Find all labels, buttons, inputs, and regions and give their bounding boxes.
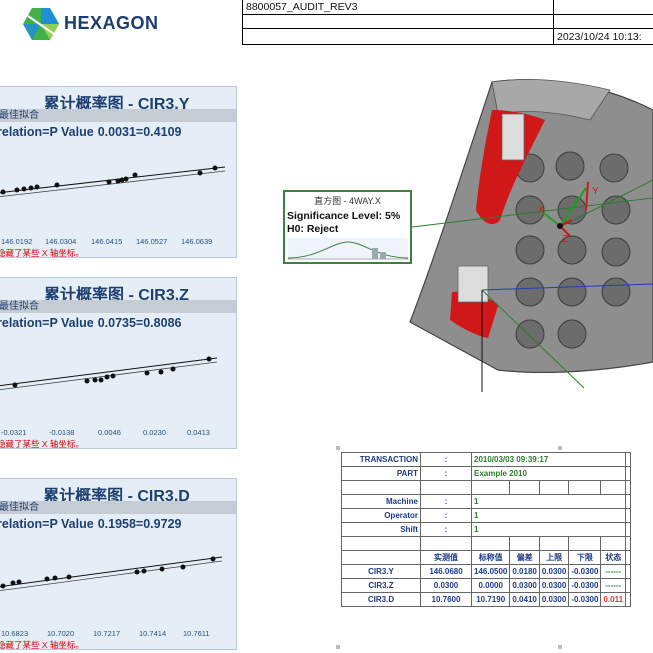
table-row: CIR3.Z 0.0300 0.0000 0.0300 0.0300 -0.03… (341, 578, 632, 593)
axis-y-label: Y (592, 186, 599, 197)
machine-label: Machine (341, 494, 421, 509)
feature-name: CIR3.Y (341, 564, 421, 579)
chart-plot (0, 556, 223, 592)
shift-label: Shift (341, 522, 421, 537)
fit-label: 最佳拟合 (0, 109, 236, 122)
x-tick-labels: 146.0192 146.0304 146.0415 146.0527 146.… (1, 237, 213, 246)
selection-handle[interactable] (558, 446, 562, 450)
machine-value: 1 (470, 494, 627, 509)
shift-value: 1 (470, 522, 627, 537)
status-value: ------ (600, 578, 627, 593)
transaction-label: TRANSACTION (341, 452, 421, 467)
hypothesis-result: H0: Reject (287, 223, 339, 235)
selection-handle[interactable] (336, 446, 340, 450)
table-row: CIR3.D 10.7600 10.7190 0.0410 0.0300 -0.… (341, 592, 632, 607)
table-row (341, 480, 632, 495)
transaction-value: 2010/03/03 09:39:17 (470, 452, 627, 467)
column-header: 状态 (600, 550, 627, 565)
part-value: Example 2010 (470, 466, 627, 481)
column-header: 上限 (538, 550, 570, 565)
tooltip-title: 直方图 - 4WAY.X (314, 196, 381, 206)
column-header: 偏差 (509, 550, 540, 565)
chart-plot (0, 356, 218, 391)
feature-name: CIR3.Z (341, 578, 421, 593)
feature-name: CIR3.D (341, 592, 421, 607)
axis-z-label: Z (562, 234, 568, 245)
histogram-sparkline (288, 238, 408, 260)
chart-title: 累计概率图 - CIR3.D (43, 488, 190, 505)
column-header: 下限 (568, 550, 602, 565)
header-cell-empty (553, 15, 653, 29)
highlight-region-lower (450, 291, 498, 338)
measurement-report-table: TRANSACTION : 2010/03/03 09:39:17 PART :… (341, 452, 632, 607)
table-header-row: 实测值 标称值 偏差 上限 下限 状态 (341, 550, 632, 565)
part-label: PART (341, 466, 421, 481)
selection-handle[interactable] (558, 645, 562, 649)
highlight-region-upper (476, 110, 545, 225)
column-header: 标称值 (470, 550, 511, 565)
hidden-axis-note: 隐藏了某些 X 轴坐标。 (0, 248, 84, 258)
timestamp-cell: 2023/10/24 10:13: (553, 29, 653, 45)
chart-plot (0, 165, 226, 198)
table-row: Machine : 1 (341, 494, 632, 509)
header-cell-empty (242, 29, 554, 45)
brand-name: HEXAGON (64, 13, 159, 33)
hidden-axis-note: 隐藏了某些 X 轴坐标。 (0, 640, 84, 650)
selection-handle[interactable] (336, 645, 340, 649)
operator-label: Operator (341, 508, 421, 523)
fit-label: 最佳拟合 (0, 300, 236, 313)
operator-value: 1 (470, 508, 627, 523)
histogram-tooltip[interactable]: 直方图 - 4WAY.X Significance Level: 5% H0: … (283, 190, 412, 264)
cad-3d-view[interactable]: Y X Z (380, 70, 653, 400)
table-row (341, 536, 632, 551)
table-row: TRANSACTION : 2010/03/03 09:39:17 (341, 452, 632, 467)
table-row: Operator : 1 (341, 508, 632, 523)
header-cell-empty (242, 15, 554, 29)
axis-x-label: X (538, 205, 545, 216)
x-tick-labels: -0.0321 -0.0138 0.0046 0.0230 0.0413 (1, 428, 210, 437)
table-row: Shift : 1 (341, 522, 632, 537)
column-header: 实测值 (420, 550, 472, 565)
table-row: PART : Example 2010 (341, 466, 632, 481)
fit-label: 最佳拟合 (0, 501, 236, 514)
hexagon-logo-icon (23, 8, 59, 40)
chart-title: 累计概率图 - CIR3.Y (43, 96, 190, 113)
chart-title: 累计概率图 - CIR3.Z (44, 287, 189, 304)
status-value: ------ (600, 564, 627, 579)
significance-level: Significance Level: 5% (287, 210, 401, 222)
hidden-axis-note: 隐藏了某些 X 轴坐标。 (0, 439, 84, 449)
header-cell-empty (553, 0, 653, 15)
doc-code-cell: 8800057_AUDIT_REV3 (242, 0, 554, 15)
table-row: CIR3.Y 146.0680 146.0500 0.0180 0.0300 -… (341, 564, 632, 579)
status-value: 0.011 (600, 592, 627, 607)
x-tick-labels: 10.6823 10.7020 10.7217 10.7414 10.7611 (1, 629, 210, 638)
